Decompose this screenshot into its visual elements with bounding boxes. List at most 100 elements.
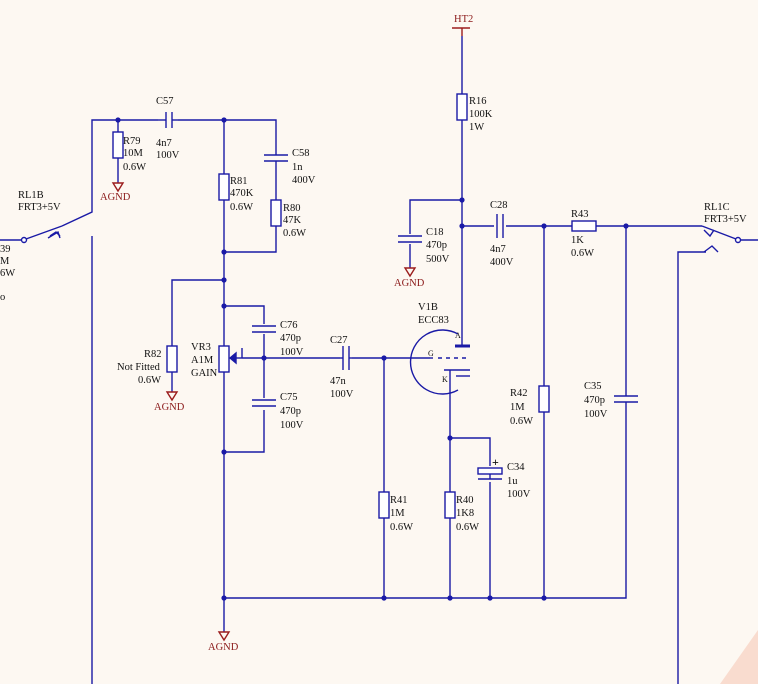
c34-polarity: + bbox=[492, 455, 499, 469]
label-v1b-ref: V1B bbox=[418, 302, 438, 313]
label-r42-ref: R42 bbox=[510, 388, 528, 399]
label-r82-ref: R82 bbox=[144, 349, 162, 360]
label-rl1b-ref: RL1B bbox=[18, 190, 44, 201]
label-c35-value: 470p bbox=[584, 395, 605, 406]
resistor-r43 bbox=[571, 220, 597, 232]
label-r79-ref: R79 bbox=[123, 136, 141, 147]
label-r81-rating: 0.6W bbox=[230, 202, 253, 213]
label-left-partial-2: M bbox=[0, 256, 10, 267]
label-r42-rating: 0.6W bbox=[510, 416, 533, 427]
label-r81-ref: R81 bbox=[230, 176, 248, 187]
capacitor-c57 bbox=[158, 112, 178, 128]
label-rl1c-value: FRT3+5V bbox=[704, 214, 747, 225]
label-r82-rating: 0.6W bbox=[138, 375, 161, 386]
label-agnd-1: AGND bbox=[100, 192, 131, 203]
label-agnd-3: AGND bbox=[394, 278, 425, 289]
resistor-r42 bbox=[538, 385, 550, 413]
label-r42-value: 1M bbox=[510, 402, 525, 413]
label-c76-ref: C76 bbox=[280, 320, 298, 331]
label-r41-rating: 0.6W bbox=[390, 522, 413, 533]
relay-rl1b bbox=[20, 225, 63, 244]
resistor-r40 bbox=[444, 491, 456, 519]
label-ht2: HT2 bbox=[454, 14, 473, 25]
label-c34-ref: C34 bbox=[507, 462, 525, 473]
label-r41-value: 1M bbox=[390, 508, 405, 519]
label-left-partial-3: 6W bbox=[0, 268, 15, 279]
capacitor-c18 bbox=[398, 235, 422, 243]
resistor-r82 bbox=[166, 345, 178, 373]
label-v1b-pin-k: K bbox=[442, 375, 448, 384]
label-r16-ref: R16 bbox=[469, 96, 487, 107]
label-c28-ref: C28 bbox=[490, 200, 508, 211]
capacitor-c58 bbox=[264, 150, 288, 166]
label-c27-rating: 100V bbox=[330, 389, 354, 400]
label-agnd-4: AGND bbox=[208, 642, 239, 653]
label-c35-rating: 100V bbox=[584, 409, 608, 420]
label-v1b-pin-g: G bbox=[428, 349, 434, 358]
capacitor-c75 bbox=[252, 399, 276, 407]
label-r80-value: 47K bbox=[283, 215, 302, 226]
label-v1b-pin-a: A bbox=[455, 331, 461, 340]
label-r82-value: Not Fitted bbox=[117, 362, 161, 373]
label-rl1c-ref: RL1C bbox=[704, 202, 730, 213]
resistor-r79 bbox=[112, 131, 124, 159]
capacitor-c28 bbox=[496, 214, 504, 238]
label-r80-ref: R80 bbox=[283, 203, 301, 214]
label-c18-value: 470p bbox=[426, 240, 447, 251]
agnd-symbols bbox=[111, 182, 417, 642]
label-vr3-ref: VR3 bbox=[191, 342, 211, 353]
capacitor-c34-electrolytic: + bbox=[477, 455, 503, 480]
label-left-partial-4: o bbox=[0, 292, 5, 303]
label-c28-value: 4n7 bbox=[490, 244, 506, 255]
label-c58-value: 1n bbox=[292, 162, 303, 173]
label-c18-rating: 500V bbox=[426, 254, 450, 265]
label-c18-ref: C18 bbox=[426, 227, 444, 238]
label-agnd-2: AGND bbox=[154, 402, 185, 413]
label-r40-value: 1K8 bbox=[456, 508, 474, 519]
label-c58-ref: C58 bbox=[292, 148, 310, 159]
label-c57-rating: 100V bbox=[156, 150, 180, 161]
label-c27-value: 47n bbox=[330, 376, 347, 387]
label-c58-rating: 400V bbox=[292, 175, 316, 186]
label-r41-ref: R41 bbox=[390, 495, 408, 506]
label-c75-rating: 100V bbox=[280, 420, 304, 431]
label-r40-ref: R40 bbox=[456, 495, 474, 506]
resistor-r81 bbox=[218, 173, 230, 201]
label-c76-value: 470p bbox=[280, 333, 301, 344]
label-c34-rating: 100V bbox=[507, 489, 531, 500]
capacitor-c35 bbox=[614, 394, 638, 410]
wires bbox=[0, 27, 758, 684]
label-r81-value: 470K bbox=[230, 188, 254, 199]
label-vr3-value: A1M bbox=[191, 355, 214, 366]
relay-rl1c bbox=[701, 225, 742, 253]
label-c57-value: 4n7 bbox=[156, 138, 172, 149]
label-vr3-label: GAIN bbox=[191, 368, 218, 379]
label-r16-rating: 1W bbox=[469, 122, 484, 133]
label-c76-rating: 100V bbox=[280, 347, 304, 358]
label-c28-rating: 400V bbox=[490, 257, 514, 268]
capacitor-c27 bbox=[340, 346, 352, 370]
resistor-r16 bbox=[456, 93, 468, 121]
label-r40-rating: 0.6W bbox=[456, 522, 479, 533]
label-c34-value: 1u bbox=[507, 476, 518, 487]
label-r79-value: 10M bbox=[123, 148, 144, 159]
label-c57-ref: C57 bbox=[156, 96, 174, 107]
corner-decoration bbox=[720, 630, 758, 684]
label-rl1b-value: FRT3+5V bbox=[18, 202, 61, 213]
tube-v1b bbox=[409, 329, 470, 395]
label-c75-value: 470p bbox=[280, 406, 301, 417]
label-r80-rating: 0.6W bbox=[283, 228, 306, 239]
label-v1b-type: ECC83 bbox=[418, 315, 449, 326]
potentiometer-vr3 bbox=[218, 345, 243, 373]
resistor-r80 bbox=[270, 199, 282, 227]
label-r79-rating: 0.6W bbox=[123, 162, 146, 173]
label-r43-rating: 0.6W bbox=[571, 248, 594, 259]
label-c75-ref: C75 bbox=[280, 392, 298, 403]
label-r43-value: 1K bbox=[571, 235, 584, 246]
label-left-partial-1: 39 bbox=[0, 244, 11, 255]
label-c35-ref: C35 bbox=[584, 381, 602, 392]
label-r43-ref: R43 bbox=[571, 209, 589, 220]
junction-dots bbox=[115, 117, 629, 601]
label-r16-value: 100K bbox=[469, 109, 493, 120]
